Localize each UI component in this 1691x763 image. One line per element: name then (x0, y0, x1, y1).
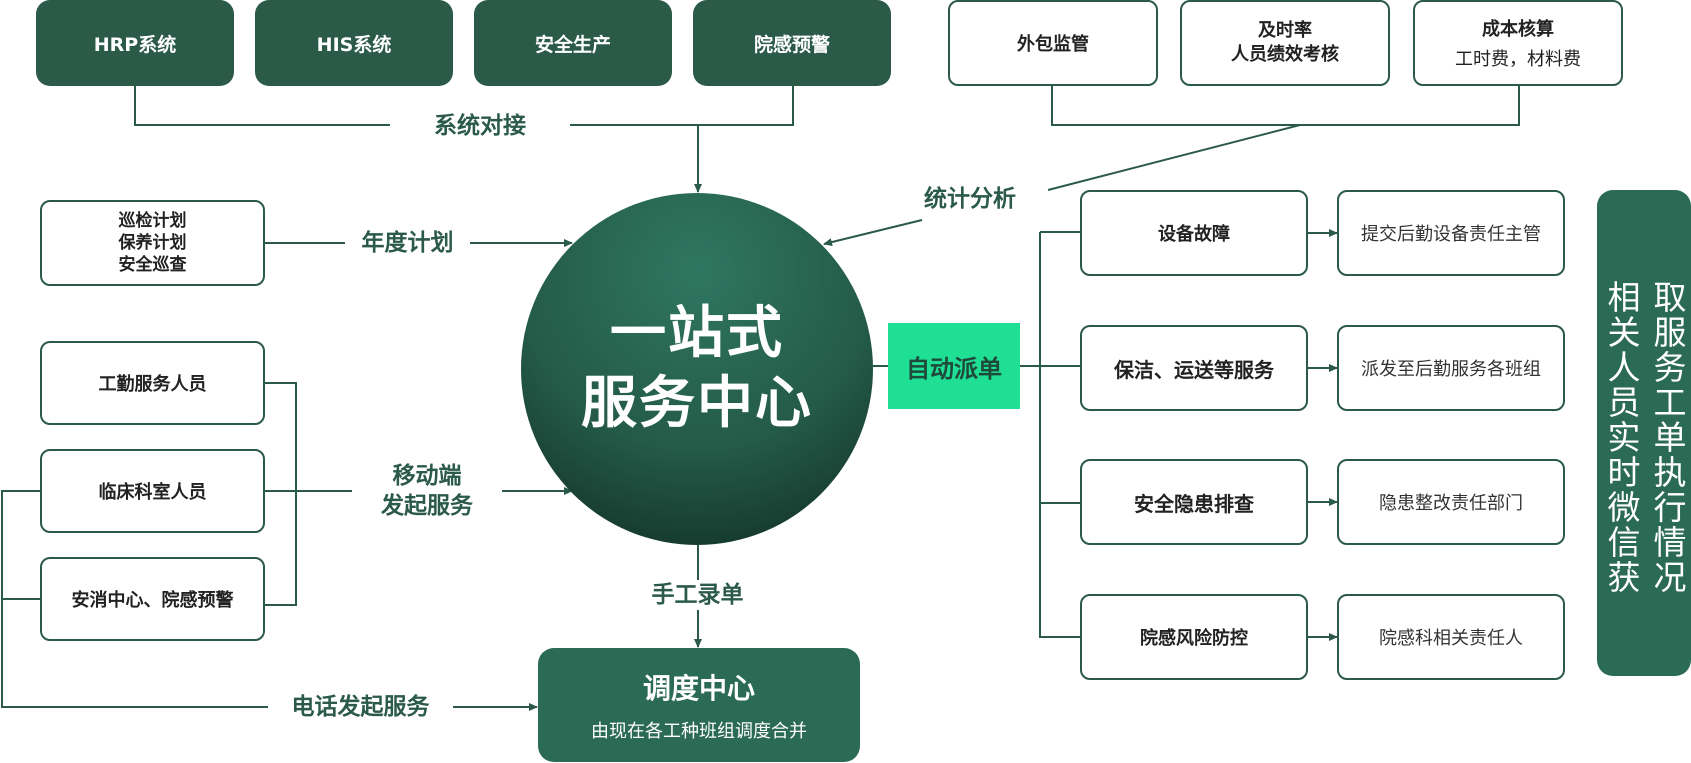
center-title-line1: 一站式 (610, 301, 784, 366)
system-safety-production: 安全生产 (474, 0, 672, 86)
label-annual-plan: 年度计划 (345, 228, 470, 258)
auto-dispatch-badge: 自动派单 (888, 323, 1020, 409)
wechat-notification-note: 取服务工单执行情况 相关人员实时微信获 (1597, 190, 1691, 676)
label-stats-analysis: 统计分析 (910, 184, 1030, 214)
box-clinical-staff: 临床科室人员 (40, 449, 265, 533)
category-cleaning-transport: 保洁、运送等服务 (1080, 325, 1308, 411)
dispatch-center-sub: 由现在各工种班组调度合并 (591, 721, 807, 742)
system-his: HIS系统 (255, 0, 453, 86)
category-equipment-fault: 设备故障 (1080, 190, 1308, 276)
dispatch-center-title: 调度中心 (642, 672, 755, 705)
box-outsourcing-supervision: 外包监管 (948, 0, 1158, 86)
category-safety-hazard: 安全隐患排查 (1080, 459, 1308, 545)
box-safety-center: 安消中心、院感预警 (40, 557, 265, 641)
target-infection-dept: 院感科相关责任人 (1337, 594, 1565, 680)
box-service-staff: 工勤服务人员 (40, 341, 265, 425)
category-infection-risk: 院感风险防控 (1080, 594, 1308, 680)
target-rectification-dept: 隐患整改责任部门 (1337, 459, 1565, 545)
label-system-link: 系统对接 (390, 111, 570, 141)
note-column-1: 取服务工单执行情况 (1648, 280, 1687, 595)
note-column-2: 相关人员实时微信获 (1602, 280, 1641, 595)
box-annual-plans: 巡检计划 保养计划 安全巡查 (40, 200, 265, 286)
target-equipment-manager: 提交后勤设备责任主管 (1337, 190, 1565, 276)
cost-accounting-detail: 工时费，材料费 (1455, 49, 1581, 70)
target-service-teams: 派发至后勤服务各班组 (1337, 325, 1565, 411)
label-manual-entry: 手工录单 (635, 580, 760, 610)
center-title-line2: 服务中心 (581, 371, 813, 436)
system-hrp: HRP系统 (36, 0, 234, 86)
one-stop-service-center: 一站式 服务中心 (521, 193, 873, 545)
label-mobile-service: 移动端 发起服务 (352, 461, 502, 521)
system-infection-warning: 院感预警 (693, 0, 891, 86)
box-cost-accounting: 成本核算 工时费，材料费 (1413, 0, 1623, 86)
box-timeliness-kpi: 及时率 人员绩效考核 (1180, 0, 1390, 86)
dispatch-center: 调度中心 由现在各工种班组调度合并 (538, 648, 860, 762)
label-phone-service: 电话发起服务 (268, 692, 453, 722)
